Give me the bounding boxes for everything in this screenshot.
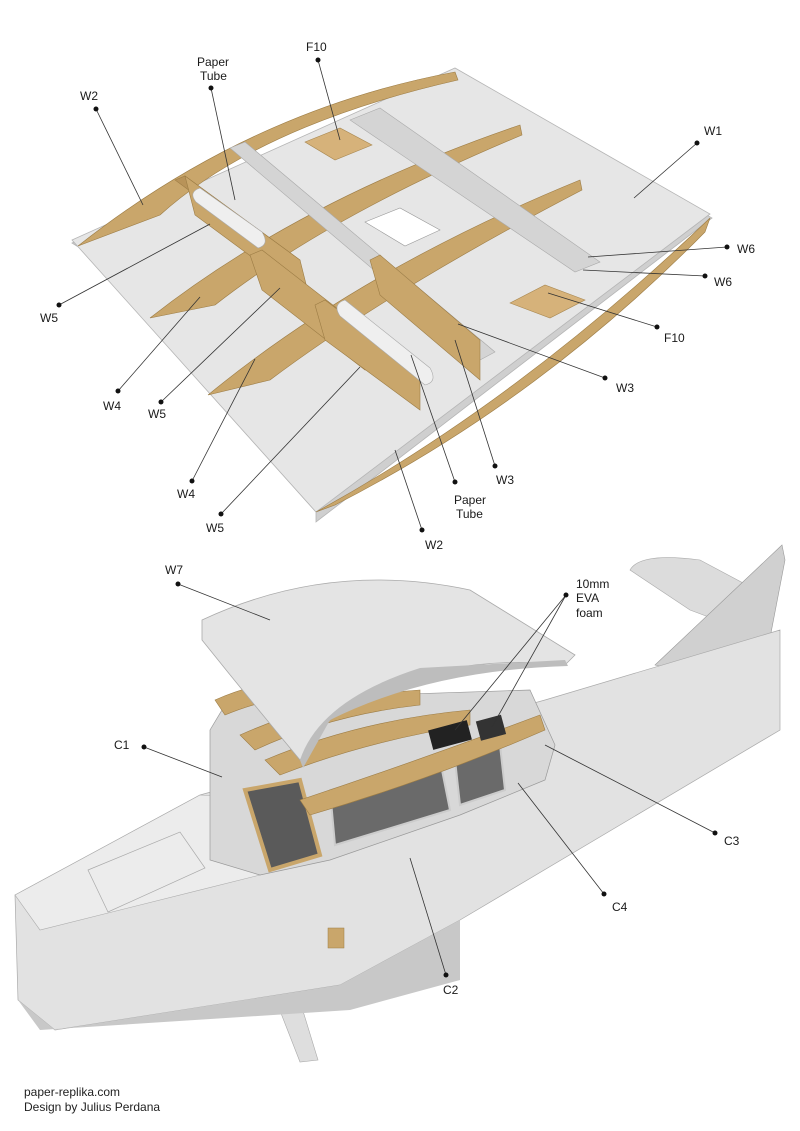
spar-w6 bbox=[349, 107, 601, 273]
label-w5-b: W5 bbox=[148, 407, 166, 421]
label-w2-bottom: W2 bbox=[425, 538, 443, 552]
eva-foam-block-b bbox=[475, 714, 507, 741]
paper-tube-back bbox=[192, 187, 266, 249]
label-eva-foam-2: EVA bbox=[576, 591, 599, 605]
wing-assembly bbox=[71, 67, 713, 523]
label-w1: W1 bbox=[704, 124, 722, 138]
label-w5-c: W5 bbox=[40, 311, 58, 325]
rib-w2-front bbox=[315, 217, 711, 513]
label-f10-top: F10 bbox=[306, 40, 327, 54]
fuselage-assembly bbox=[14, 544, 786, 1063]
label-w7: W7 bbox=[165, 563, 183, 577]
label-w3-b: W3 bbox=[496, 473, 514, 487]
label-c3: C3 bbox=[724, 834, 740, 848]
label-w4-b: W4 bbox=[103, 399, 121, 413]
hatch-outline bbox=[87, 831, 206, 913]
label-eva-foam-1: 10mm bbox=[576, 577, 609, 591]
cabin-rib-c bbox=[264, 709, 471, 776]
rib-w3-face bbox=[369, 254, 481, 381]
rib-w5-c bbox=[314, 299, 421, 411]
label-c2: C2 bbox=[443, 983, 459, 997]
label-w4-a: W4 bbox=[177, 487, 195, 501]
eva-foam-block-a bbox=[428, 720, 472, 750]
label-c4: C4 bbox=[612, 900, 628, 914]
label-w6-a: W6 bbox=[737, 242, 755, 256]
balsa-tab bbox=[327, 927, 345, 949]
label-w5-a: W5 bbox=[206, 521, 224, 535]
rib-w2-back bbox=[77, 71, 459, 247]
label-paper-tube-bottom-1: Paper bbox=[454, 493, 486, 507]
paper-tube-front bbox=[336, 299, 434, 386]
label-w6-b: W6 bbox=[714, 275, 732, 289]
label-paper-tube-bottom-2: Tube bbox=[456, 507, 483, 521]
credit-site: paper-replika.com bbox=[24, 1085, 121, 1099]
wing-cutout bbox=[364, 207, 441, 247]
top-leader-lines bbox=[56, 57, 730, 533]
fuselage-underside bbox=[18, 920, 460, 1030]
credit-designer: Design by Julius Perdana bbox=[24, 1100, 161, 1114]
label-c1: C1 bbox=[114, 738, 130, 752]
cabin-window-front bbox=[242, 777, 323, 873]
label-w3-a: W3 bbox=[616, 381, 634, 395]
wing-skin-w7-edge bbox=[300, 660, 568, 768]
bottom-leader-lines bbox=[141, 581, 718, 978]
label-w2-top: W2 bbox=[80, 89, 98, 103]
f10-plate-back bbox=[304, 127, 373, 161]
label-paper-tube-top-2: Tube bbox=[200, 69, 227, 83]
label-eva-foam-3: foam bbox=[576, 606, 603, 620]
label-paper-tube-top-1: Paper bbox=[197, 55, 229, 69]
label-f10-right: F10 bbox=[664, 331, 685, 345]
f10-plate-front bbox=[509, 284, 586, 319]
